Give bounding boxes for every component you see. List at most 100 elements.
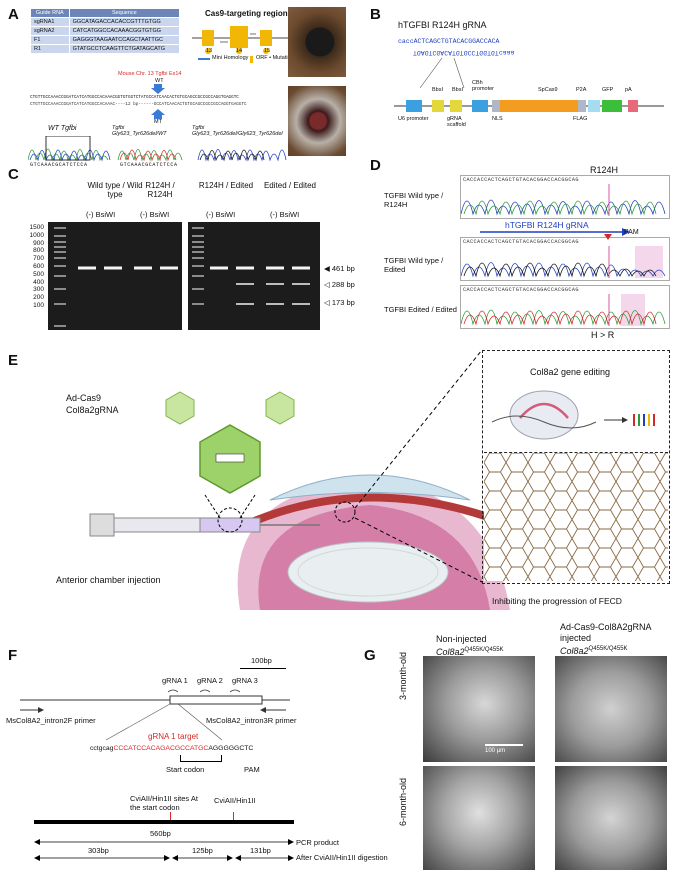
site-label: CviAII/Hin1II [214, 796, 256, 805]
eye-photo-wt [288, 7, 346, 77]
plasmid-map [394, 58, 664, 112]
table-cell: sgRNA2 [30, 26, 70, 36]
gel-bands [54, 227, 310, 327]
band-label-288: ◁ 288 bp [324, 280, 355, 289]
sequencing-row-label: TGFBI Edited / Edited [384, 305, 457, 314]
genotype: Q455K/Q455K [588, 646, 628, 652]
scale-label: 100bp [251, 656, 272, 665]
down-arrow-icon [151, 84, 165, 94]
fragment-length: 125bp [192, 846, 213, 855]
genotype: Q455K/Q455K [464, 647, 504, 653]
column-header-2: Ad-Cas9-Col8A2gRNA injected Col8a2Q455K/… [560, 622, 678, 657]
ladder-labels: 1500 1000 900 800 700 600 500 400 300 20… [14, 224, 44, 310]
mutation-marker-icon [604, 234, 612, 240]
wt-label: WT [155, 78, 164, 84]
panel-label-c: C [8, 166, 19, 183]
table-cell: GAGGGTAAGAATCCAGCTAATTGC [68, 35, 181, 45]
element-label: SpCas9 [538, 87, 558, 93]
chromatogram-seq: GTCAAACGCATCTCCA [30, 162, 88, 168]
seq-prefix: cctgcag [90, 745, 114, 752]
primer-right-label: MsCol8A2_intron3R primer [206, 716, 297, 725]
enzyme-label: (-) BsiWI [140, 210, 170, 219]
table-cell: CATCATGGCCACAAACGGTGTGG [68, 26, 181, 36]
ladder-label: 900 [33, 239, 44, 247]
exon-diagram [192, 26, 288, 54]
sequencing-row-label: TGFBI Wild type / Edited [384, 256, 444, 274]
agarose-gel-right [188, 222, 320, 330]
chromatogram-seq: CACCACCACTCAGCTGTACACGGACCACGGCAG [463, 287, 579, 293]
orf-legend: ORF • Mutations [256, 55, 297, 61]
seq-target: CCCATCCACAGACGCCATGC [113, 745, 209, 752]
ladder-label: 700 [33, 255, 44, 263]
cell-grid [484, 453, 668, 581]
ladder-label: 400 [33, 278, 44, 286]
gene-name: Col8a2 [560, 646, 589, 656]
sanger-chromatograms-a [28, 136, 287, 162]
ladder-label: 800 [33, 247, 44, 255]
ladder-label: 500 [33, 270, 44, 278]
zoom-inset-box [482, 350, 670, 584]
lane-group-label: R124H / Edited [198, 181, 254, 190]
band-size: 288 bp [331, 280, 355, 289]
chromatogram-label: Tgfbi Gly623_Tyr626del/WT [112, 125, 167, 137]
agarose-gel-left [48, 222, 182, 330]
lane-group-label: Edited / Edited [263, 181, 317, 190]
ladder-label: 1000 [29, 231, 44, 239]
specular-micrograph: 100 µm [423, 656, 535, 762]
seq-suffix: AGGGGGCTC [208, 745, 254, 752]
specular-micrograph [555, 766, 667, 870]
table-header: Guide RNA [30, 8, 70, 18]
sanger-chromatogram-1: CACCACCACTCAGCTGTACACGGACCACGGCAG [460, 175, 670, 219]
mt-sequence: CTGTTGCCAAACCGGATCATCATGGCCACAAAC----12 … [30, 102, 247, 107]
column-title: Ad-Cas9-Col8A2gRNA injected [560, 622, 652, 643]
element-label: U6 promoter [398, 116, 429, 122]
trace [461, 184, 666, 216]
fragment-length: 131bp [250, 846, 271, 855]
outcome-label: Inhibiting the progression of FECD [492, 596, 622, 606]
element-label: gRNA scaffold [447, 116, 466, 128]
gene-name: Col8a2 [436, 647, 465, 657]
chromatogram-seq: GTCAAACGCATCTCCA [120, 162, 178, 168]
ladder-label: 600 [33, 262, 44, 270]
trace [461, 246, 666, 278]
enzyme-label: (-) BsiWI [206, 210, 236, 219]
element-label: P2A [576, 87, 587, 93]
aa-from: H [591, 330, 598, 340]
eye-photo-mutant [288, 86, 346, 156]
chromatogram-seq: CACCACCACTCAGCTGTACACGGACCACGGCAG [463, 177, 579, 183]
band-label-461: ◀ 461 bp [324, 264, 355, 273]
element-label: BbsI [432, 87, 444, 93]
product-label: PCR product [296, 838, 339, 847]
ladder-label: 200 [33, 294, 44, 302]
injection-label: Anterior chamber injection [56, 575, 161, 585]
ladder-label: 100 [33, 301, 44, 309]
row-label: 6-month-old [398, 777, 408, 826]
amino-acid-change: H > R [591, 330, 614, 340]
orf-legend-swatch [250, 56, 253, 63]
element-label: NLS [492, 116, 503, 122]
homology-legend-swatch [198, 58, 210, 60]
grna-label: gRNA 3 [232, 676, 258, 685]
element-label: FLAG [573, 116, 588, 122]
endothelial-cell-mosaic [484, 452, 668, 581]
table-cell: sgRNA1 [30, 17, 70, 27]
aa-to: R [607, 330, 615, 340]
panel-label-a: A [8, 6, 19, 23]
grna-top-strand: caccACTCAGCTGTACACGGACCACA [398, 38, 500, 45]
up-arrow-icon [151, 109, 165, 119]
element-label: BbsI [452, 87, 464, 93]
chromatogram-label: WT Tgfbi [48, 125, 77, 132]
site-label: CviAII/Hin1II sites At the start codon [130, 794, 198, 812]
sequencing-row-label: TGFBI Wild type / R124H [384, 191, 444, 209]
mouse-chr-label: Mouse Chr. 13 Tgfbi Ex14 [118, 71, 182, 77]
start-codon-bracket [180, 755, 222, 762]
fragment-arrows [34, 839, 294, 861]
column-title: Non-injected [436, 634, 487, 644]
row-label-3-month: 3-month-old [398, 652, 408, 700]
scale-bar [485, 744, 523, 746]
panel-a-title: Cas9-targeting region [205, 9, 288, 18]
row-label-6-month: 6-month-old [398, 778, 408, 826]
